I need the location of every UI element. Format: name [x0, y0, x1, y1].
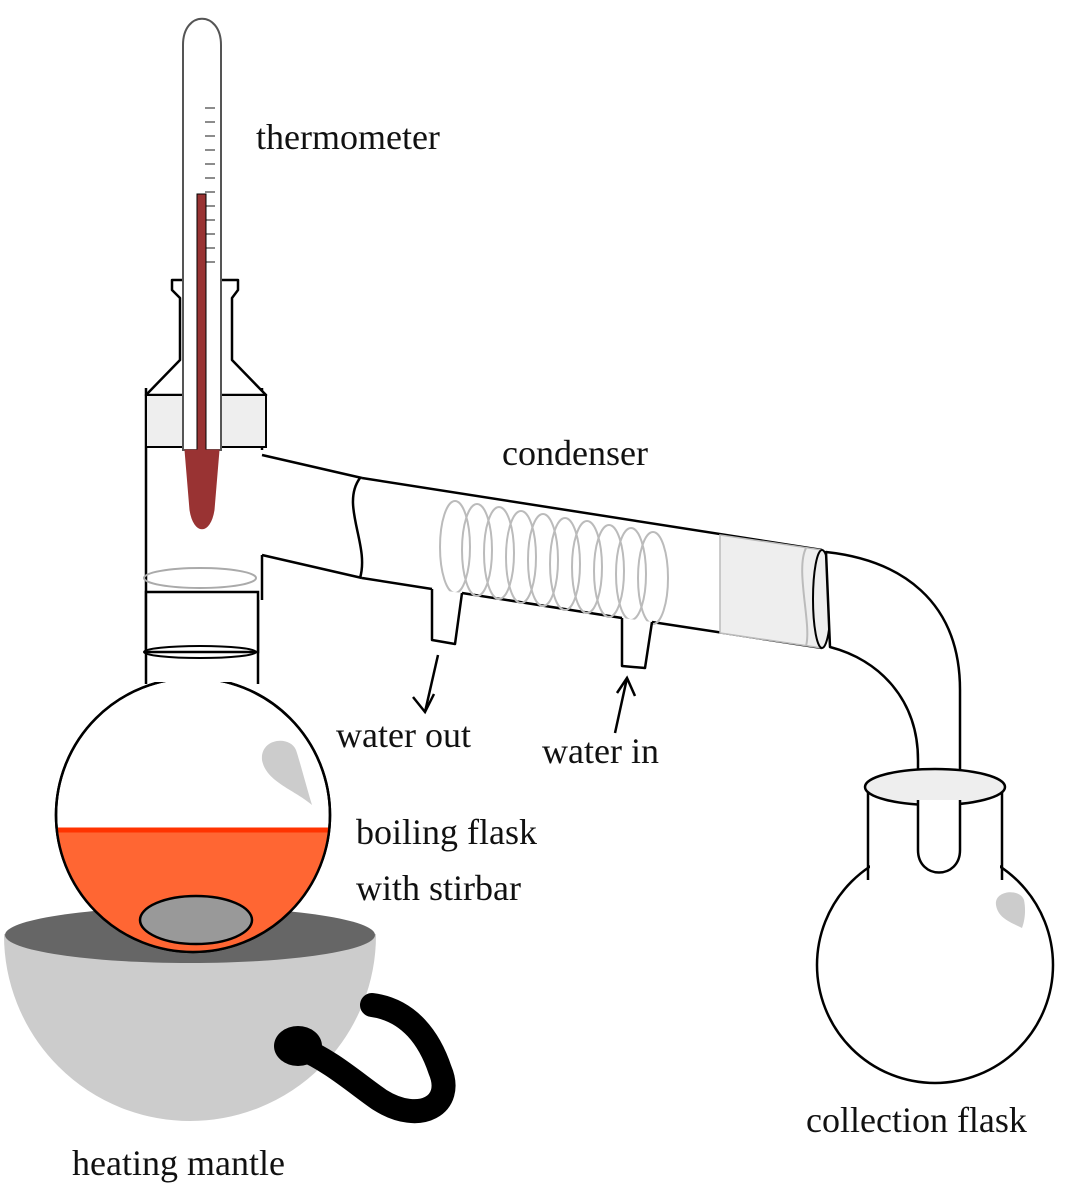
condenser-coil	[439, 500, 669, 625]
water-out-nozzle	[430, 589, 464, 646]
boiling-flask-highlight	[261, 740, 312, 805]
collection-flask-highlight	[995, 892, 1026, 928]
label-water-in: water in	[542, 731, 659, 771]
label-condenser: condenser	[502, 433, 648, 473]
label-with-stirbar: with stirbar	[356, 868, 521, 908]
label-boiling-flask: boiling flask	[356, 812, 537, 852]
water-in-arrow	[613, 675, 637, 734]
condenser	[261, 453, 832, 670]
lower-joint	[144, 590, 260, 654]
collection-flask-bulb	[815, 845, 1055, 1085]
heating-mantle-bowl	[3, 934, 377, 1121]
heating-mantle	[3, 907, 456, 1124]
condenser-jacket	[362, 478, 822, 648]
thermometer-ticks	[205, 107, 215, 263]
thermometer	[182, 17, 222, 530]
label-thermometer: thermometer	[256, 117, 440, 157]
stirbar	[138, 894, 254, 946]
label-collection-flask: collection flask	[806, 1100, 1027, 1140]
thermometer-bulb	[184, 449, 220, 530]
side-arm	[262, 455, 362, 578]
thermometer-fluid	[196, 193, 207, 455]
label-water-out: water out	[336, 715, 471, 755]
heating-mantle-cord	[288, 993, 456, 1124]
label-heating-mantle: heating mantle	[72, 1143, 285, 1183]
heating-mantle-cord-plug	[274, 1026, 322, 1066]
water-in-nozzle	[620, 618, 654, 670]
collection-flask-mouth	[863, 767, 1007, 807]
collection-flask	[815, 767, 1055, 1085]
joint-clip	[143, 567, 257, 589]
water-out-arrow	[412, 654, 440, 715]
